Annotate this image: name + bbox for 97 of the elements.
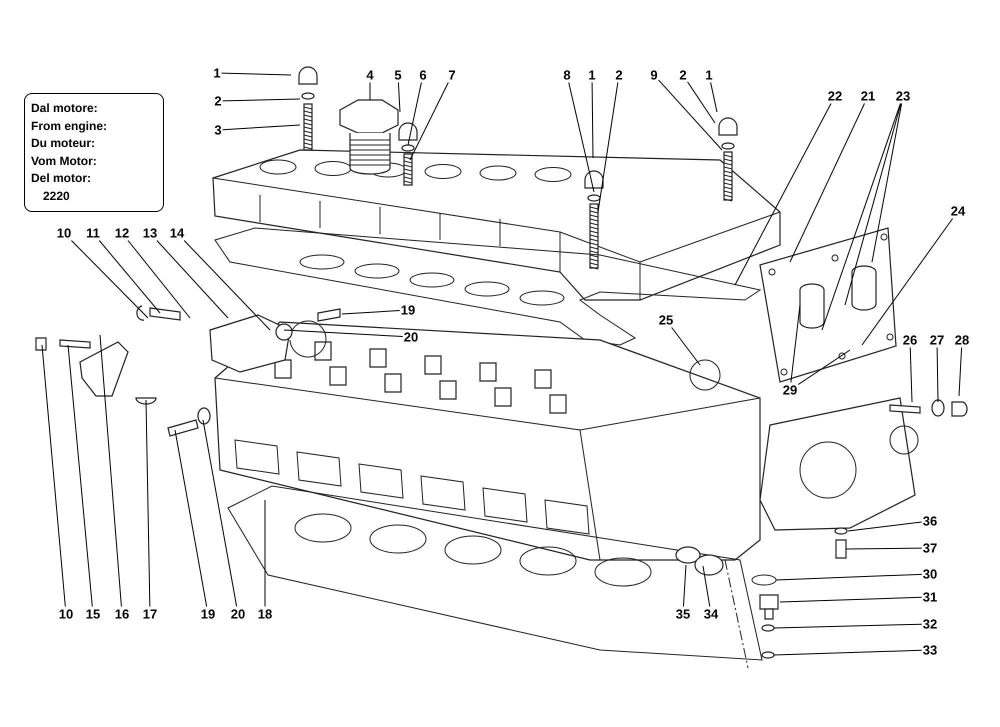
leader-line xyxy=(100,334,122,607)
callout-number: 29 xyxy=(782,382,798,398)
leader-line xyxy=(146,400,150,607)
callout-number: 19 xyxy=(400,302,416,318)
callout-number: 10 xyxy=(58,606,74,622)
callout-number: 28 xyxy=(954,332,970,348)
info-text: Dal motore: xyxy=(31,100,99,117)
leader-line xyxy=(42,344,66,607)
callout-number: 14 xyxy=(168,226,186,240)
leader-line xyxy=(682,564,686,607)
callout-number: 31 xyxy=(922,590,938,604)
leader-line xyxy=(70,240,148,318)
callout-number: 18 xyxy=(256,606,274,622)
leader-line xyxy=(408,82,422,146)
info-text: Vom Motor: xyxy=(31,152,98,170)
info-box xyxy=(24,93,164,212)
leader-line xyxy=(846,548,922,550)
leader-line xyxy=(284,330,404,338)
leader-line xyxy=(598,82,618,212)
leader-line xyxy=(222,124,300,130)
leader-line xyxy=(848,522,922,532)
leader-line xyxy=(776,574,922,580)
callout-number: 33 xyxy=(922,642,938,658)
callout-number: 25 xyxy=(658,312,674,328)
callout-number: 34 xyxy=(702,606,720,622)
leader-line xyxy=(671,327,700,366)
leader-line xyxy=(184,240,270,330)
leader-line xyxy=(398,82,400,112)
callout-number: 4 xyxy=(365,68,375,82)
leader-line xyxy=(910,347,912,402)
callout-number: 1 xyxy=(704,68,714,82)
leader-line xyxy=(592,82,594,158)
callout-number: 37 xyxy=(922,540,938,556)
leader-line xyxy=(958,347,962,396)
leader-line xyxy=(568,82,594,192)
leader-line xyxy=(98,240,160,314)
callout-number: 6 xyxy=(418,68,428,82)
callout-number: 3 xyxy=(213,122,223,138)
leader-line xyxy=(862,218,954,346)
leader-line xyxy=(702,566,710,607)
leader-line xyxy=(798,350,850,385)
callout-number: 23 xyxy=(894,88,912,104)
callout-number: 15 xyxy=(84,606,102,622)
callout-number: 27 xyxy=(928,332,946,348)
leader-line xyxy=(780,596,922,602)
callout-number: 17 xyxy=(142,606,158,622)
callout-number: 5 xyxy=(393,68,403,82)
callout-number: 7 xyxy=(447,68,457,82)
leader-line xyxy=(174,430,208,607)
callout-number: 2 xyxy=(678,68,688,82)
leader-line xyxy=(790,103,865,262)
callout-number: 19 xyxy=(200,606,216,622)
leader-line xyxy=(264,500,266,607)
callout-number: 2 xyxy=(614,68,624,82)
leader-line xyxy=(156,240,228,318)
callout-number: 2 xyxy=(213,94,223,108)
leader-line xyxy=(68,344,93,607)
callout-number: 35 xyxy=(674,606,692,622)
leader-line xyxy=(687,81,716,124)
leader-line xyxy=(342,310,400,314)
leader-line xyxy=(774,650,922,656)
callout-number: 24 xyxy=(950,204,966,218)
leader-line xyxy=(202,420,238,607)
leader-line xyxy=(936,347,938,402)
callout-number: 13 xyxy=(142,226,158,240)
leader-line xyxy=(128,240,190,318)
callout-number: 22 xyxy=(826,88,844,104)
leader-line xyxy=(844,103,902,306)
callout-number: 1 xyxy=(212,66,222,80)
callout-number: 11 xyxy=(85,226,101,240)
callout-number: 10 xyxy=(56,226,72,240)
leader-line xyxy=(658,80,722,150)
callout-number: 36 xyxy=(922,514,938,528)
leader-line xyxy=(872,103,902,262)
info-text: Du moteur: xyxy=(31,135,96,152)
info-text: From engine: xyxy=(31,118,108,134)
callout-number: 26 xyxy=(902,332,918,348)
callout-number: 12 xyxy=(114,226,130,240)
callout-number: 16 xyxy=(114,606,130,622)
callout-number: 30 xyxy=(922,566,938,582)
leader-line xyxy=(221,72,292,76)
info-text: Del motor: xyxy=(31,170,92,187)
leader-line xyxy=(710,82,718,112)
leader-line xyxy=(790,304,800,383)
callout-number: 20 xyxy=(402,330,420,344)
callout-number: 8 xyxy=(562,68,572,82)
info-text: 2220 xyxy=(42,188,71,204)
callout-number: 20 xyxy=(230,606,246,622)
leader-line xyxy=(222,98,300,102)
callout-number: 1 xyxy=(587,68,597,82)
leader-line xyxy=(774,624,922,628)
callout-number: 32 xyxy=(922,616,938,632)
callout-number: 21 xyxy=(860,88,876,104)
callout-number: 9 xyxy=(649,68,659,82)
leader-line xyxy=(734,103,832,286)
leader-line xyxy=(410,82,449,160)
leader-line xyxy=(822,103,901,330)
